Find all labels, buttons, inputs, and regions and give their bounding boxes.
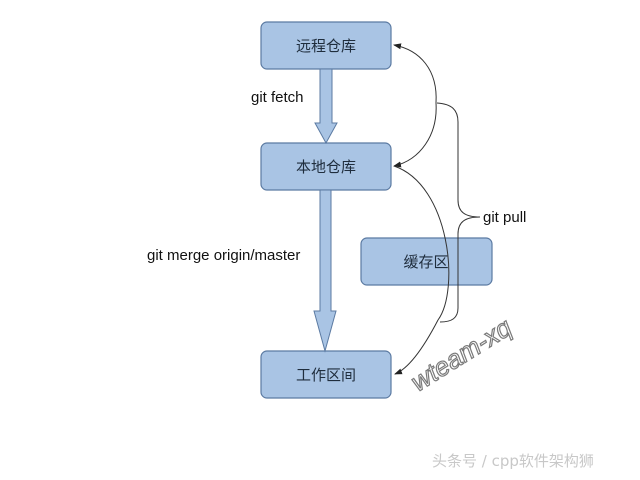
- node-workspace: 工作区间: [260, 350, 392, 399]
- pull-to-remote-curve: [393, 43, 437, 104]
- node-local-repo-label: 本地仓库: [296, 158, 356, 176]
- node-remote-repo: 远程仓库: [260, 21, 392, 70]
- pull-label: git pull: [483, 209, 526, 226]
- node-stash-area: 缓存区: [360, 237, 493, 286]
- fetch-arrow: [314, 68, 338, 145]
- node-workspace-label: 工作区间: [296, 366, 356, 384]
- node-local-repo: 本地仓库: [260, 142, 392, 191]
- pull-to-local-curve: [393, 102, 437, 168]
- merge-arrow: [313, 189, 337, 353]
- fetch-label: git fetch: [251, 89, 304, 106]
- merge-label: git merge origin/master: [147, 247, 300, 264]
- node-stash-area-label: 缓存区: [403, 253, 448, 271]
- local-to-workspace-curve: [393, 165, 450, 375]
- pull-brace: [436, 102, 481, 323]
- node-remote-repo-label: 远程仓库: [296, 37, 356, 55]
- footer-attribution: 头条号 / cpp软件架构狮: [432, 452, 594, 470]
- watermark-text: wteam-xq: [405, 312, 517, 397]
